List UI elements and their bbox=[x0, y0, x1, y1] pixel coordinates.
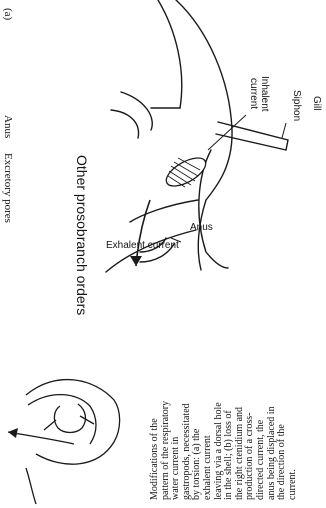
diagram-b bbox=[8, 380, 120, 504]
label-inhalent-2: current bbox=[248, 78, 259, 109]
caption-line: directed current, the bbox=[256, 340, 267, 500]
mantle-edge bbox=[158, 0, 182, 108]
label-anus: Anus bbox=[190, 222, 213, 233]
caption-line: Modifications of the bbox=[150, 340, 161, 500]
figure-caption: Modifications of the pattern of the resp… bbox=[150, 340, 320, 500]
caption-line: current. bbox=[288, 340, 299, 500]
label-siphon: Siphon bbox=[291, 90, 302, 121]
label-inhalent-1: Inhalent bbox=[259, 76, 270, 112]
label-gill: Gill bbox=[311, 96, 322, 110]
caption-line: exhalent current bbox=[203, 340, 214, 500]
label-exhalent-current: Exhalent current bbox=[106, 240, 179, 251]
